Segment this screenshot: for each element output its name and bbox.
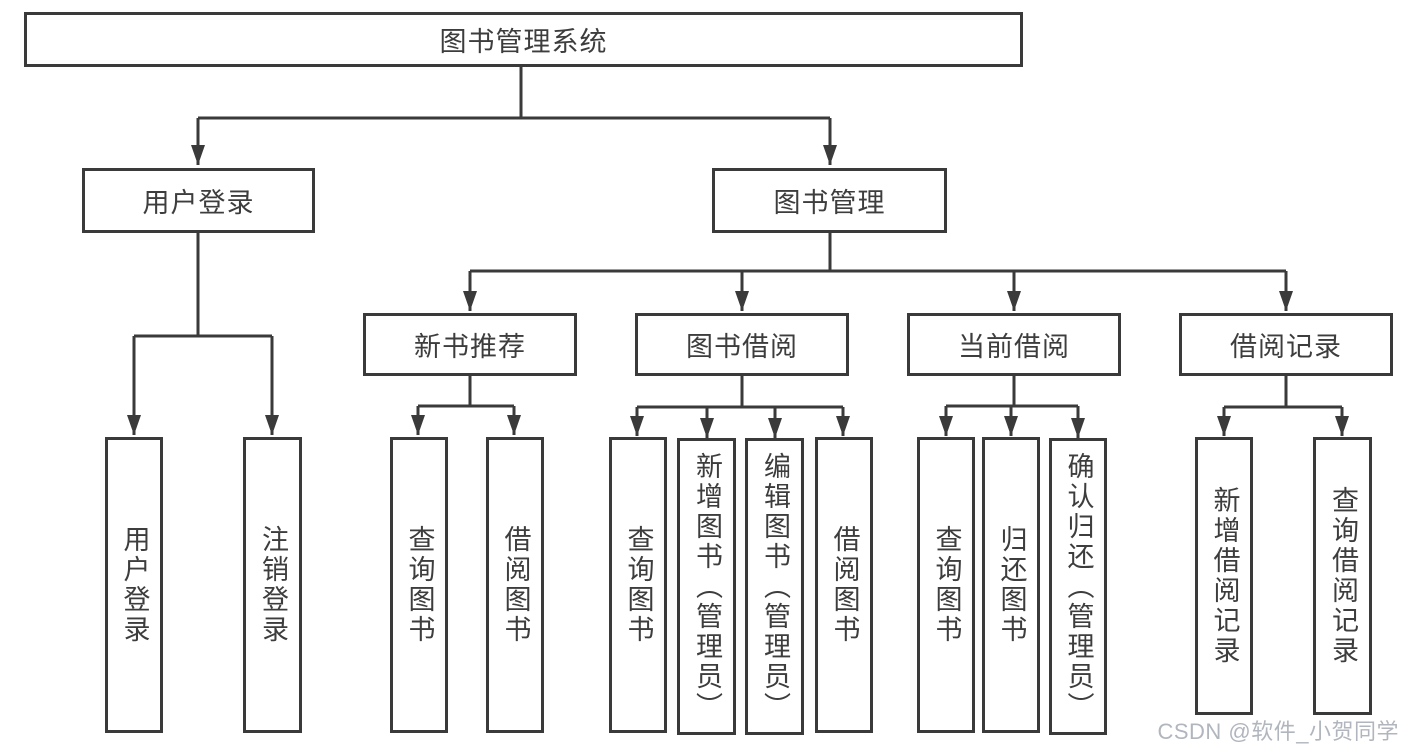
leaf-return-book: 归还图书: [982, 437, 1040, 733]
leaf-confirm-return-admin-label: 确认归还（管理员）: [1063, 451, 1094, 722]
csdn-watermark: CSDN @软件_小贺同学: [1157, 719, 1399, 744]
leaf-user-login-label: 用户登录: [119, 525, 150, 645]
leaf-add-borrow-record: 新增借阅记录: [1195, 437, 1253, 715]
leaf-add-book-admin: 新增图书（管理员）: [677, 438, 736, 735]
leaf-logout-login-label: 注销登录: [258, 525, 288, 645]
leaf-query-borrow-record-label: 查询借阅记录: [1328, 486, 1358, 666]
leaf-borrow-books-1-label: 借阅图书: [500, 525, 531, 645]
node-book-management: 图书管理: [712, 168, 947, 233]
node-root-label: 图书管理系统: [439, 27, 608, 57]
leaf-confirm-return-admin: 确认归还（管理员）: [1049, 438, 1107, 735]
leaf-query-books-3: 查询图书: [917, 437, 975, 733]
leaf-query-books-3-label: 查询图书: [931, 525, 962, 645]
leaf-query-books-1: 查询图书: [390, 437, 448, 733]
leaf-edit-book-admin: 编辑图书（管理员）: [745, 438, 804, 735]
node-user-login-label: 用户登录: [142, 188, 255, 218]
node-book-borrow-label: 图书借阅: [686, 332, 798, 362]
leaf-borrow-books-2: 借阅图书: [815, 437, 873, 733]
node-borrow-records-label: 借阅记录: [1230, 332, 1342, 362]
leaf-add-borrow-record-label: 新增借阅记录: [1209, 486, 1240, 666]
leaf-edit-book-admin-label: 编辑图书（管理员）: [760, 451, 790, 722]
node-borrow-records: 借阅记录: [1179, 313, 1393, 376]
leaf-query-books-2: 查询图书: [609, 437, 667, 733]
node-current-borrow: 当前借阅: [907, 313, 1121, 376]
leaf-return-book-label: 归还图书: [996, 525, 1027, 645]
leaf-add-book-admin-label: 新增图书（管理员）: [692, 451, 722, 722]
leaf-borrow-books-1: 借阅图书: [486, 437, 544, 733]
leaf-user-login: 用户登录: [105, 437, 163, 733]
leaf-query-books-1-label: 查询图书: [404, 525, 435, 645]
leaf-borrow-books-2-label: 借阅图书: [829, 525, 860, 645]
leaf-logout-login: 注销登录: [243, 437, 302, 733]
node-new-book-recommend: 新书推荐: [363, 313, 577, 376]
node-root: 图书管理系统: [24, 12, 1023, 67]
node-current-borrow-label: 当前借阅: [958, 332, 1070, 362]
leaf-query-borrow-record: 查询借阅记录: [1313, 437, 1372, 715]
node-new-book-recommend-label: 新书推荐: [414, 332, 526, 362]
node-user-login: 用户登录: [82, 168, 315, 233]
node-book-management-label: 图书管理: [773, 188, 886, 218]
node-book-borrow: 图书借阅: [635, 313, 849, 376]
leaf-query-books-2-label: 查询图书: [623, 525, 654, 645]
